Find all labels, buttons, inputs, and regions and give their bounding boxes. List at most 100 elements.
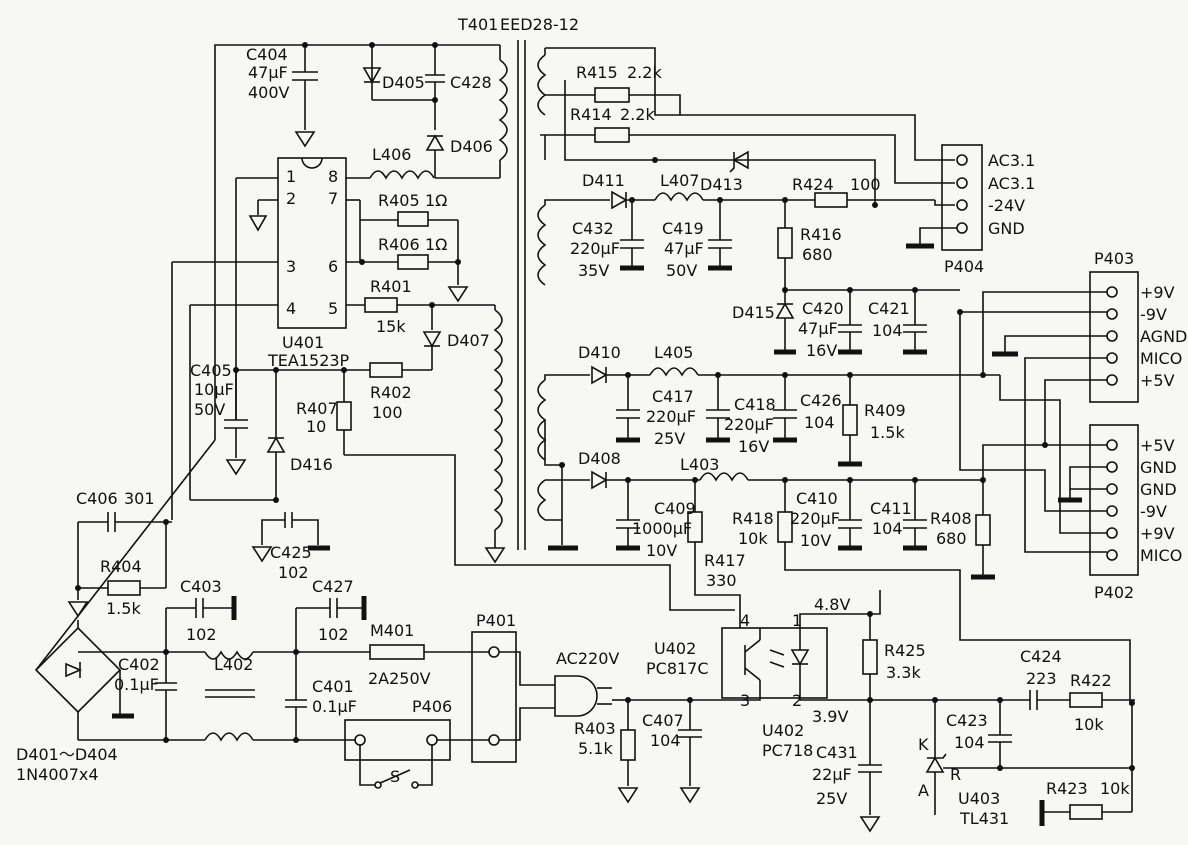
u403-ref: U403	[958, 789, 1000, 808]
d416-ref: D416	[290, 455, 333, 474]
p404-pin-4: GND	[988, 219, 1025, 238]
pin-5-label: 5	[328, 299, 338, 318]
r409-resistor	[842, 404, 858, 436]
opto-pin-2: 2	[792, 691, 802, 710]
c428-ref: C428	[450, 73, 492, 92]
m401-value: 2A250V	[368, 669, 431, 688]
r404-value: 1.5k	[106, 599, 141, 618]
c403-value: 102	[186, 625, 217, 644]
r403-ref: R403	[574, 719, 616, 738]
primary-winding	[498, 59, 508, 161]
l405-ref: L405	[654, 343, 693, 362]
r408-ref: R408	[930, 509, 972, 528]
c407-ref: C407	[642, 711, 684, 730]
c425-value: 102	[278, 563, 309, 582]
ic-ref: U401	[282, 333, 324, 352]
c406-value: 301	[124, 489, 155, 508]
primary-network: C404 47μF 400V D405 C428 D406 L406	[214, 42, 501, 440]
r406-resistor	[397, 254, 429, 270]
c424-value: 223	[1026, 669, 1057, 688]
r425-value: 3.3k	[886, 663, 921, 682]
r401-value: 15k	[376, 317, 406, 336]
p404-connector: AC3.1 AC3.1 -24V GND P404	[906, 144, 1035, 276]
pin-7-label: 7	[328, 189, 338, 208]
c417-voltage: 25V	[654, 429, 685, 448]
r423-resistor	[1069, 804, 1103, 820]
r409-value: 1.5k	[870, 423, 905, 442]
p403-pin-4: MICO	[1140, 349, 1182, 368]
p401-ref: P401	[476, 611, 516, 630]
c404-ref: C404	[246, 45, 288, 64]
r405-resistor	[397, 211, 429, 227]
c410-voltage: 10V	[800, 531, 831, 550]
pin-6-label: 6	[328, 257, 338, 276]
c427-ref: C427	[312, 577, 354, 596]
c420-ref: C420	[802, 299, 844, 318]
r425-resistor	[862, 639, 878, 675]
c425-ref: C425	[270, 543, 312, 562]
switch-ref: S	[390, 767, 400, 786]
p404-pin-3: -24V	[988, 196, 1025, 215]
l407-ref: L407	[660, 171, 699, 190]
d406-ref: D406	[450, 137, 493, 156]
power-switch	[379, 769, 411, 784]
c432-ref: C432	[572, 219, 614, 238]
l402-choke	[204, 732, 254, 742]
c423-value: 104	[954, 733, 985, 752]
r405-ref: R405	[378, 191, 420, 210]
r415-value: 2.2k	[627, 63, 662, 82]
c423-ref: C423	[946, 711, 988, 730]
d410-ref: D410	[578, 343, 621, 362]
transformer-t401: T401 EED28-12	[457, 15, 579, 550]
l403-inductor	[699, 472, 749, 482]
p406-ref: P406	[412, 697, 452, 716]
l403-ref: L403	[680, 455, 719, 474]
d407-ref: D407	[447, 331, 490, 350]
u403-part: TL431	[959, 809, 1009, 828]
r414-ref: R414	[570, 105, 612, 124]
opto-pin-1: 1	[792, 611, 802, 630]
secondary-24v: R415 2.2k R414 2.2k D413 D411 L407 R424 …	[540, 47, 960, 360]
c411-ref: C411	[870, 499, 912, 518]
u402-part: PC817C	[646, 659, 709, 678]
r422-resistor	[1069, 692, 1103, 708]
tl431-k: K	[918, 735, 929, 754]
pin-4-label: 4	[286, 299, 296, 318]
p402-pin-3: GND	[1140, 480, 1177, 499]
c401-ref: C401	[312, 677, 354, 696]
c432-voltage: 35V	[578, 261, 609, 280]
d411-ref: D411	[582, 171, 625, 190]
c431-voltage: 25V	[816, 789, 847, 808]
rectifier-part: 1N4007x4	[16, 765, 99, 784]
d416-diode	[266, 436, 286, 453]
m401-fuse	[369, 644, 425, 660]
r415-ref: R415	[576, 63, 618, 82]
c409-ref: C409	[654, 499, 696, 518]
voltage-48: 4.8V	[814, 595, 850, 614]
r403-resistor	[620, 729, 636, 761]
u403-tl431	[925, 756, 945, 773]
r405-value: 1Ω	[425, 191, 447, 210]
aux-winding	[493, 309, 503, 531]
d406-diode	[425, 134, 445, 151]
r416-resistor	[777, 227, 793, 259]
p402-pin-4: -9V	[1140, 502, 1167, 521]
r414-value: 2.2k	[620, 105, 655, 124]
r408-value: 680	[936, 529, 967, 548]
l407-inductor	[654, 192, 704, 202]
r416-ref: R416	[800, 225, 842, 244]
r423-value: 10k	[1100, 779, 1130, 798]
c405-voltage: 50V	[194, 400, 225, 419]
r402-value: 100	[372, 403, 403, 422]
r425-ref: R425	[884, 641, 926, 660]
c424-ref: C424	[1020, 647, 1062, 666]
d415-ref: D415	[732, 303, 775, 322]
r402-ref: R402	[370, 383, 412, 402]
u402-optocoupler	[721, 627, 828, 699]
secondary-5v: D408 L403 C409 1000μF 10V R417 330 R418	[545, 449, 1131, 705]
r424-resistor	[814, 192, 848, 208]
input-network: C406 301 R404 1.5k D401～D404 1N4007x4	[16, 439, 619, 789]
secondary-9v: D410 L405 C417 220μF 25V C418 220μF 16V	[544, 343, 1000, 468]
c409-value: 1000μF	[632, 519, 692, 538]
